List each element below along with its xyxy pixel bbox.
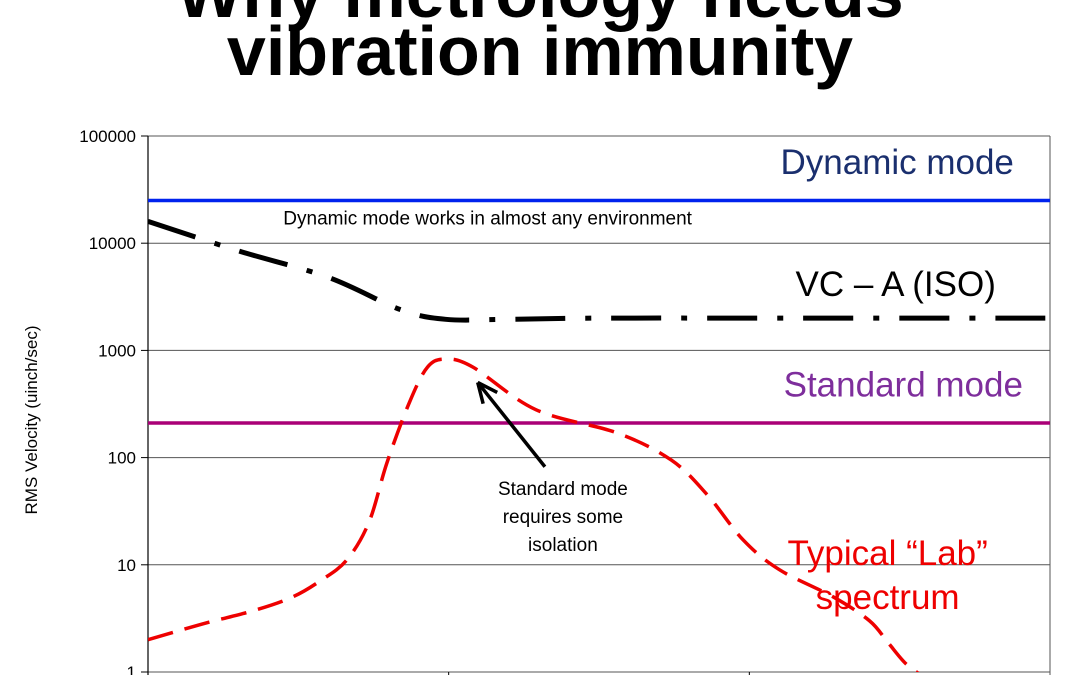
annotation-text: Standard mode requires some isolation — [498, 479, 628, 556]
series-label-line: Typical “Lab” — [787, 534, 987, 573]
axes: 1 10 100 1000 10000 100000 — [79, 127, 1051, 675]
series-label: Dynamic mode — [780, 143, 1013, 182]
series-lines — [148, 198, 1050, 672]
y-tick-label: 100000 — [79, 127, 136, 146]
y-tick-label: 1000 — [98, 341, 136, 360]
annotations: Dynamic mode VC – A (ISO) Standard modeTyp… — [283, 143, 1023, 617]
annotation-arrowhead — [476, 380, 499, 405]
annotation-line: Standard mode — [498, 479, 628, 500]
y-tick-label: 10000 — [89, 234, 136, 253]
series-label: VC – A (ISO) — [796, 265, 996, 304]
chart-title-line-2: vibration immunity — [226, 12, 854, 90]
series-line-vc-a-iso — [148, 218, 1050, 323]
annotation-line: requires some — [503, 507, 623, 528]
y-axis-title: RMS Velocity (uinch/sec) — [22, 326, 41, 515]
series-label-line: Dynamic mode — [780, 143, 1013, 182]
y-tick-label: 10 — [117, 556, 136, 575]
annotation-text: Dynamic mode works in almost any environ… — [283, 208, 692, 229]
series-line-typical-lab-spectrum — [148, 357, 920, 672]
annotation-line: isolation — [528, 535, 598, 556]
chart-title-line-1: Why metrology needs — [0, 0, 1080, 28]
y-tick-label: 1 — [127, 663, 136, 675]
series-label: Standard mode — [784, 366, 1023, 405]
series-label-line: spectrum — [816, 578, 960, 617]
series-label: Typical “Lab” spectrum — [787, 534, 987, 617]
gridlines — [148, 135, 1050, 673]
series-label-line: VC – A (ISO) — [796, 265, 996, 304]
annotation-arrow — [476, 381, 547, 468]
series-label-line: Standard mode — [784, 366, 1023, 405]
y-tick-label: 100 — [108, 449, 136, 468]
